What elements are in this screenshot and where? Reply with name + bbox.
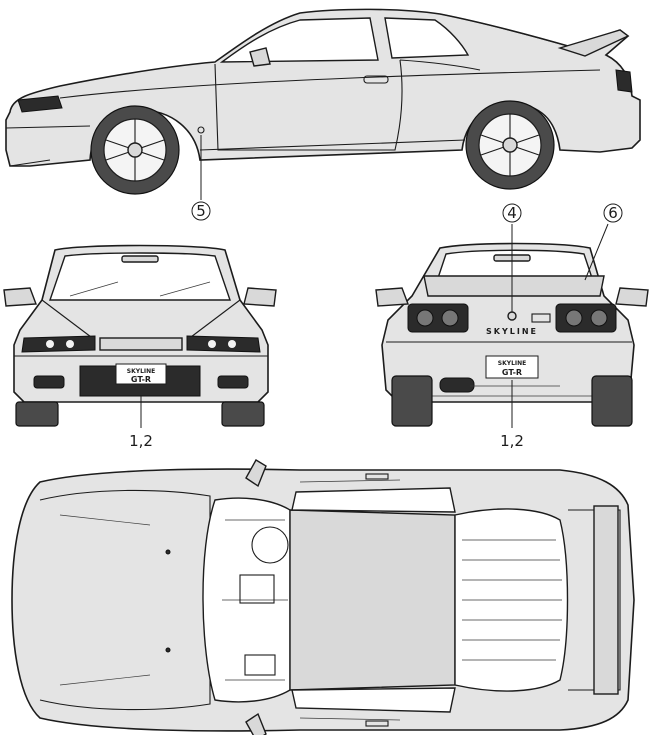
front-wheel-spokes [105,119,165,181]
front-headlight-left [21,335,96,353]
side-sill-line [199,139,466,151]
top-view [11,459,635,735]
front-roof-vent [121,255,159,263]
top-roof [289,509,456,691]
front-windshield [49,252,231,301]
top-door-handle-upper [365,473,389,480]
callout-5-label: 5 [196,202,206,220]
top-hood-marker-1 [165,549,171,555]
side-body-crease [59,69,601,99]
rear-exhaust [439,377,475,393]
rear-skyline-lettering: SKYLINE [486,327,538,336]
front-tyre-right [221,401,265,427]
rear-wheel-spokes [480,114,540,176]
top-mirror-upper [245,459,267,488]
top-hood-marker-2 [165,647,171,653]
callout-5-circle [191,201,211,221]
top-hood-vent [59,514,151,686]
side-roof-rear [439,13,576,49]
rear-wing [423,275,605,297]
side-window-rear [384,17,470,59]
top-side-glass-upper [291,487,456,513]
front-view: SKYLINE GT-R 1,2 [3,244,277,450]
side-front-bumper [5,125,91,129]
top-rear-wing [593,505,619,695]
front-headlight-right [186,335,261,353]
callout-6-label: 6 [608,204,618,222]
rear-number-plate [485,355,539,379]
front-plate-line1: SKYLINE [127,368,156,375]
front-tyre-left [15,401,59,427]
callout-6-circle [603,203,623,223]
top-door-line-upper [299,479,401,483]
door-handle [363,75,389,84]
rear-underbody [430,385,600,397]
front-foglight-right [217,375,249,389]
top-door-handle-lower [365,720,389,727]
rear-mirror-right [615,287,649,307]
rear-plate-line2: GT-R [502,368,522,377]
rear-callout-label: 1,2 [500,432,524,450]
front-callout-label: 1,2 [129,432,153,450]
front-wiper-left [69,281,119,297]
side-front-splitter [9,159,51,167]
top-rear-window-defroster [462,539,562,661]
front-hood-line-left [41,299,96,341]
front-number-plate [115,363,167,385]
callout-6-leader [584,223,609,281]
side-rear-wheel-arch-line [399,59,481,71]
rear-emblem [507,311,517,321]
front-hood-line-right [186,299,241,341]
callout-4-label: 4 [507,204,517,222]
top-door-line-lower [299,717,401,721]
side-body-silhouette [5,8,641,167]
front-mirror-right [243,287,277,307]
top-interior [222,519,289,681]
side-mirror [249,47,271,67]
top-mirror-lower [245,712,267,735]
front-wiper-right [159,281,211,297]
rear-gtr-badge [531,313,551,323]
side-rear-spoiler [557,29,630,57]
rear-mirror-left [375,287,409,307]
rear-tyre-left [391,375,433,427]
side-view: 5 [5,8,641,221]
front-upper-grille [99,337,183,351]
side-marker [197,126,205,134]
front-plate-line2: GT-R [131,375,151,384]
rear-plate-line1: SKYLINE [498,360,527,367]
side-door-outline [214,59,403,151]
callout-4-circle [502,203,522,223]
side-headlight [17,95,63,113]
rear-tyre-right [591,375,633,427]
front-mirror-left [3,287,37,307]
side-taillight [615,69,633,93]
top-side-glass-lower [291,687,456,713]
rear-view: SKYLINE SKYLINE GT-R 4 6 1,2 [375,203,649,450]
front-foglight-left [33,375,65,389]
